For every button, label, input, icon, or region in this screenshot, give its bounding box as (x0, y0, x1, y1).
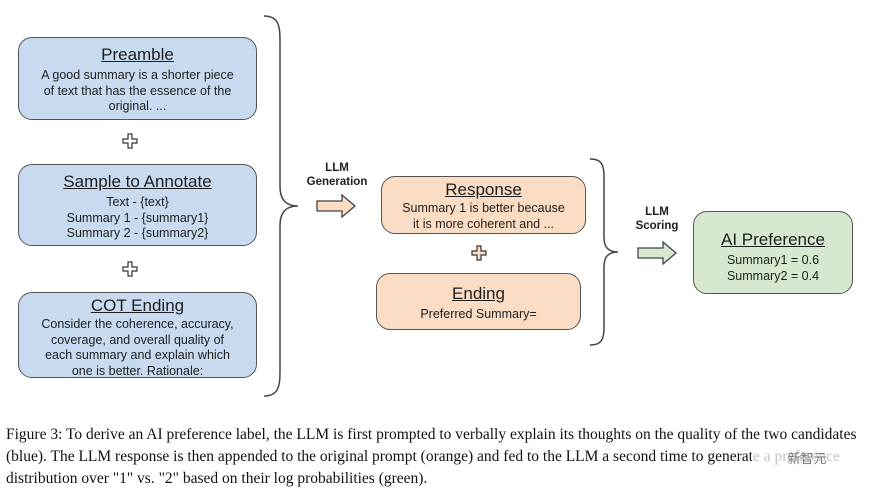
plus-icon (122, 133, 138, 149)
sample-title: Sample to Annotate (63, 172, 212, 191)
cot-ending-text: Consider the coherence, accuracy, covera… (41, 317, 234, 378)
ai-preference-title: AI Preference (721, 230, 825, 249)
watermark: 新智元 (752, 449, 862, 469)
response-box: Response Summary 1 is better because it … (381, 176, 586, 234)
curly-brace-icon (263, 15, 299, 397)
llm-generation-label: LLM Generation (306, 162, 368, 188)
cot-ending-title: COT Ending (90, 296, 185, 315)
sample-text: Text - {text} Summary 1 - {summary1} Sum… (66, 195, 209, 240)
preamble-title: Preamble (101, 45, 174, 64)
curly-brace-icon (589, 158, 619, 346)
response-title: Response (445, 180, 522, 199)
sample-box: Sample to Annotate Text - {text} Summary… (18, 164, 257, 246)
ending-title: Ending (452, 284, 505, 303)
plus-icon (122, 261, 138, 277)
preamble-box: Preamble A good summary is a shorter pie… (18, 37, 257, 120)
ending-text: Preferred Summary= (420, 307, 537, 321)
plus-icon (471, 245, 487, 261)
figure-caption: Figure 3: To derive an AI preference lab… (6, 426, 857, 487)
response-text: Summary 1 is better because it is more c… (402, 201, 565, 231)
preamble-text: A good summary is a shorter piece of tex… (41, 68, 234, 113)
ai-preference-box: AI Preference Summary1 = 0.6 Summary2 = … (693, 211, 853, 294)
llm-scoring-label: LLM Scoring (635, 206, 679, 232)
ending-box: Ending Preferred Summary= (376, 273, 581, 330)
right-arrow-icon (637, 241, 677, 265)
right-arrow-icon (316, 194, 356, 218)
cot-ending-box: COT Ending Consider the coherence, accur… (18, 292, 257, 378)
ai-preference-text: Summary1 = 0.6 Summary2 = 0.4 (726, 253, 820, 283)
